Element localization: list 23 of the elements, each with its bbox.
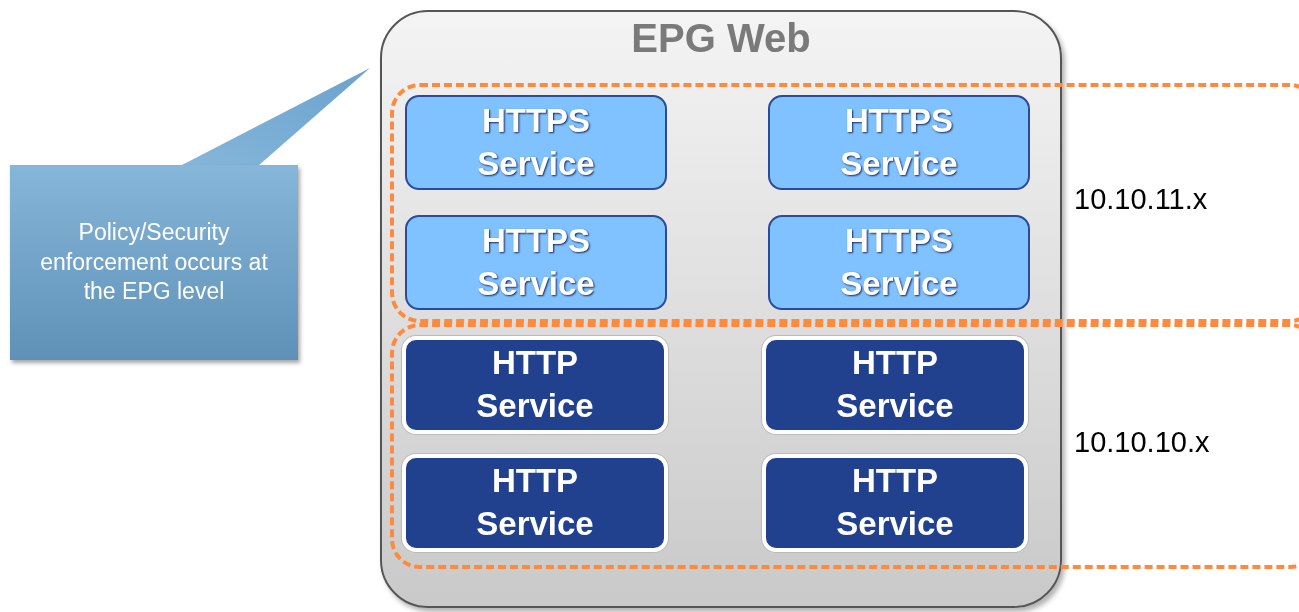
- service-box: [762, 454, 1028, 552]
- service-label: HTTPS Service: [476, 220, 596, 304]
- service-box: [762, 336, 1028, 434]
- service-label: HTTP Service: [475, 461, 595, 544]
- service-label: HTTP Service: [835, 461, 955, 544]
- service-label: HTTPS Service: [839, 220, 959, 304]
- service-label: HTTP Service: [835, 343, 955, 426]
- service-box: [402, 336, 668, 434]
- callout-pointer: [180, 68, 370, 166]
- service-box: [402, 454, 668, 552]
- service-label: HTTPS Service: [839, 100, 959, 184]
- service-label: HTTPS Service: [476, 100, 596, 184]
- service-box: [768, 95, 1030, 190]
- service-label: HTTP Service: [475, 343, 595, 426]
- service-box: [768, 215, 1030, 310]
- subnet-label: 10.10.11.x: [1074, 183, 1208, 216]
- service-box: [405, 95, 667, 190]
- service-box: [405, 215, 667, 310]
- subnet-region: [390, 323, 1299, 569]
- subnet-label: 10.10.10.x: [1074, 426, 1210, 459]
- callout-text: Policy/Security enforcement occurs at the EPG level: [39, 217, 269, 307]
- group-title: EPG Web: [630, 16, 812, 61]
- subnet-region: [390, 83, 1299, 323]
